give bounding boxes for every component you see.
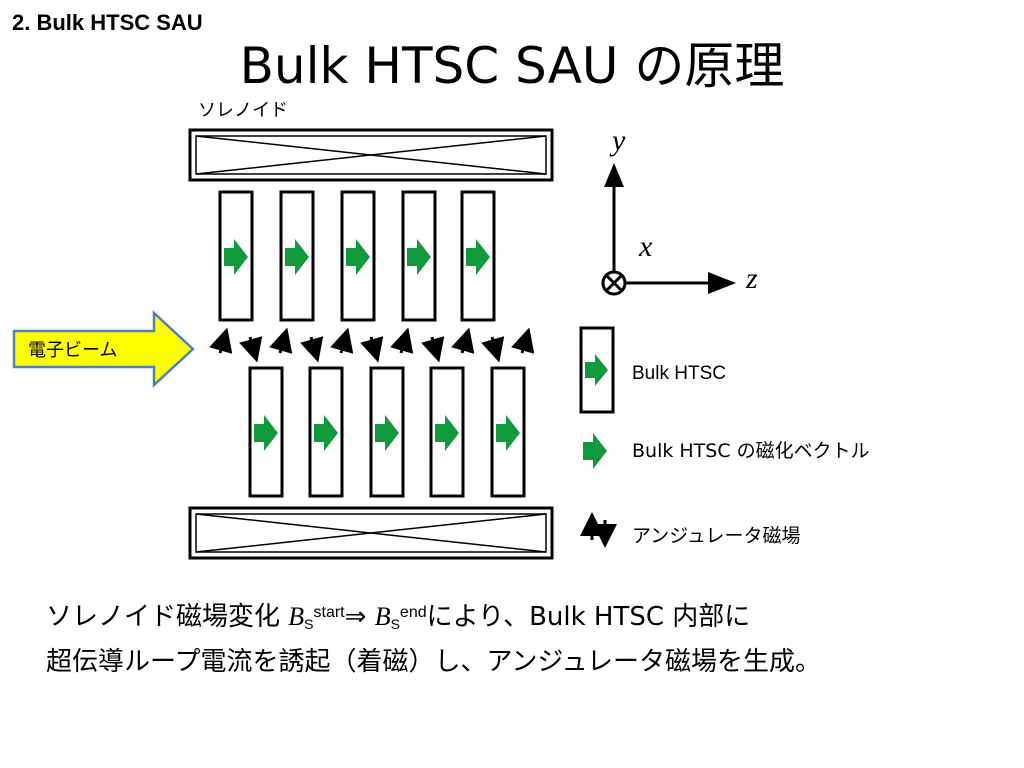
magnetization-arrow-icon <box>314 415 338 451</box>
htsc-row-upper <box>218 190 496 322</box>
legend-label-magnetization: Bulk HTSC の磁化ベクトル <box>632 440 870 462</box>
end-superscript: end <box>399 604 427 621</box>
coordinate-axes <box>601 163 736 296</box>
htsc-bulk <box>248 366 284 498</box>
electron-beam-label: 電子ビーム <box>28 340 118 361</box>
solenoid-label: ソレノイド <box>198 100 288 121</box>
htsc-bulk <box>279 190 315 322</box>
legend-label-htsc: Bulk HTSC <box>632 363 726 384</box>
b-start-subscript: S <box>304 616 314 632</box>
x-axis-into-page-icon <box>601 270 627 296</box>
htsc-row-lower <box>248 366 526 498</box>
electron-beam-arrow <box>12 310 195 388</box>
magnetization-arrow-icon <box>346 239 370 275</box>
magnetization-arrow-icon <box>407 239 431 275</box>
htsc-bulk <box>308 366 344 498</box>
description-text: ソレノイド磁場変化 BSstart⇒ BSendにより、Bulk HTSC 内部… <box>46 594 821 681</box>
magnetization-arrow-icon <box>224 239 248 275</box>
magnetization-arrow-icon <box>254 415 278 451</box>
y-axis-arrowhead-icon <box>604 163 624 187</box>
slide-title: Bulk HTSC SAU の原理 <box>239 37 785 95</box>
y-axis-label: y <box>612 124 626 157</box>
magnetization-arrow-icon <box>496 415 520 451</box>
start-superscript: start <box>313 604 345 621</box>
htsc-bulk <box>429 366 465 498</box>
htsc-bulk <box>340 190 376 322</box>
htsc-bulk <box>401 190 437 322</box>
htsc-bulk <box>218 190 254 322</box>
description-prefix: ソレノイド磁場変化 <box>46 602 289 632</box>
implies-arrow: ⇒ <box>344 602 375 632</box>
solenoid-top <box>188 128 554 182</box>
undulator-field-arrows-icon <box>580 512 617 548</box>
solenoid-bottom <box>188 506 554 560</box>
b-end-symbol: B <box>374 602 391 631</box>
magnetization-arrow-icon <box>375 415 399 451</box>
htsc-bulk <box>460 190 496 322</box>
htsc-bulk <box>490 366 526 498</box>
section-header: 2. Bulk HTSC SAU <box>12 10 203 35</box>
legend-label-undulator-field: アンジュレータ磁場 <box>632 525 801 547</box>
htsc-bulk-icon <box>579 326 615 414</box>
description-line-1: ソレノイド磁場変化 BSstart⇒ BSendにより、Bulk HTSC 内部… <box>46 594 821 643</box>
magnetization-arrow-icon <box>435 415 459 451</box>
b-start-symbol: B <box>288 602 305 631</box>
x-axis-label: x <box>639 230 653 263</box>
magnetization-arrow-icon <box>285 239 309 275</box>
undulator-field-arrows <box>209 327 535 363</box>
description-suffix: により、Bulk HTSC 内部に <box>426 602 751 632</box>
z-axis-arrowhead-icon <box>708 272 736 294</box>
magnetization-arrow-icon <box>583 433 607 469</box>
z-axis-label: z <box>746 262 758 295</box>
description-line-2: 超伝導ループ電流を誘起（着磁）し、アンジュレータ磁場を生成。 <box>46 647 822 677</box>
b-end-subscript: S <box>390 616 400 632</box>
htsc-bulk <box>369 366 405 498</box>
magnetization-arrow-icon <box>466 239 490 275</box>
